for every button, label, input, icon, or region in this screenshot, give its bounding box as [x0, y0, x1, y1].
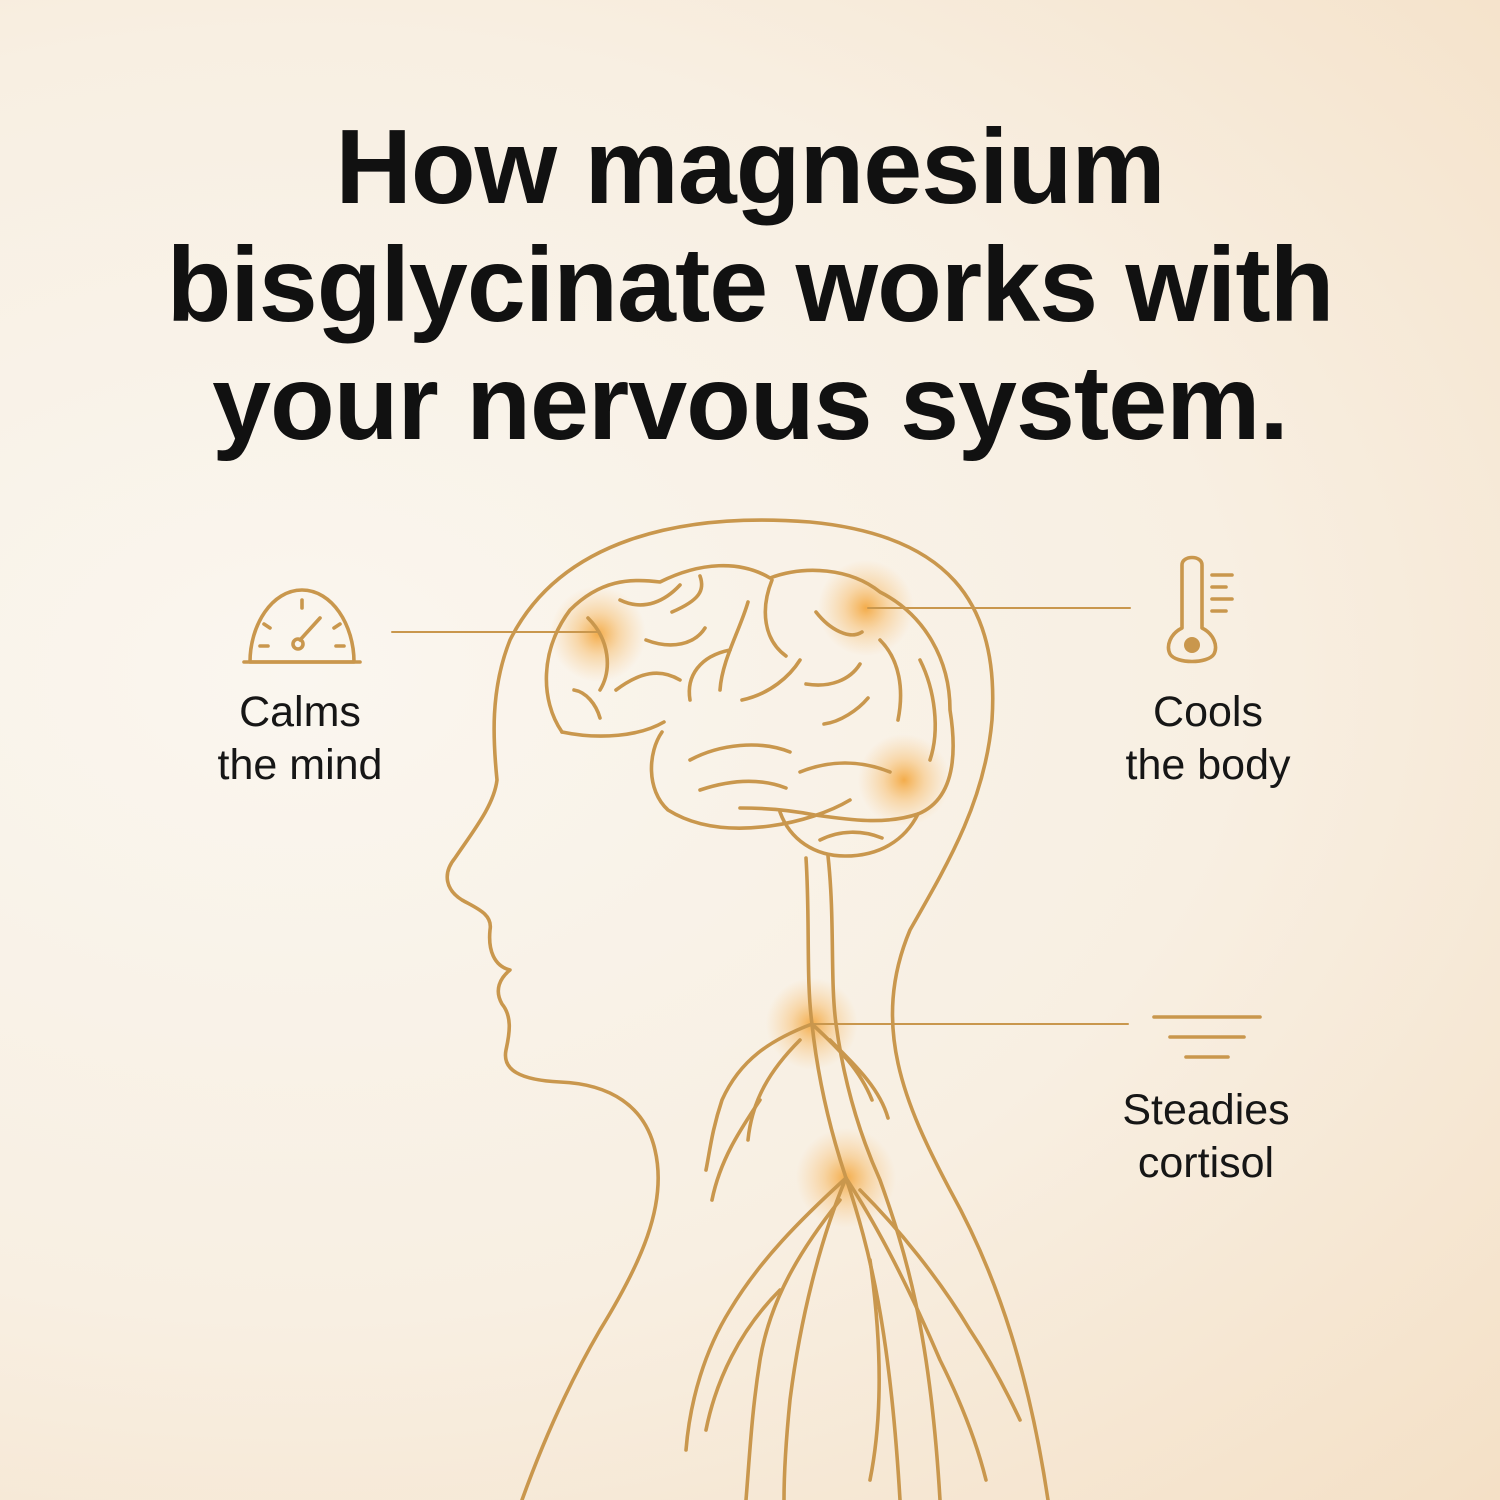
- benefit-label-line1: Calms: [239, 688, 361, 736]
- brain-fold: [918, 658, 937, 762]
- page-title: How magnesium bisglycinate works with yo…: [0, 108, 1500, 462]
- benefit-label-line2: the mind: [217, 741, 383, 789]
- spinal-cord: [826, 854, 942, 1500]
- nerve-branch: [684, 1176, 848, 1452]
- temporal-lobe: [649, 730, 852, 830]
- benefit-label-line2: cortisol: [1137, 1139, 1275, 1187]
- cerebellum: [778, 810, 920, 858]
- brain-fold: [687, 648, 732, 702]
- brain-fold: [878, 638, 903, 722]
- nerve-branch: [828, 1038, 890, 1120]
- brain-fold: [798, 761, 892, 774]
- nerve-branch: [710, 1098, 762, 1202]
- nerve-branch: [744, 1198, 842, 1500]
- steady-lines-icon: [1152, 1015, 1262, 1059]
- brain-fold: [572, 688, 602, 720]
- brain-fold: [740, 658, 802, 702]
- thermometer-icon: [1166, 555, 1234, 664]
- glow-spot: [858, 734, 950, 826]
- brain-fold: [586, 616, 610, 692]
- brain-fold: [763, 578, 788, 658]
- benefit-cools-body: Cools the body: [1048, 686, 1368, 792]
- nerve-branch: [704, 1022, 814, 1172]
- benefit-label-line2: the body: [1125, 741, 1291, 789]
- nerve-branch: [858, 1188, 1022, 1422]
- benefit-label-line1: Steadies: [1122, 1086, 1290, 1134]
- brain-fold: [644, 626, 707, 647]
- spinal-cord: [804, 856, 902, 1500]
- brain-fold: [718, 600, 750, 692]
- glow-spots: [550, 560, 950, 1228]
- brain-fold: [818, 830, 884, 842]
- benefit-label-line1: Cools: [1153, 688, 1263, 736]
- brain-fold: [618, 583, 682, 607]
- nerve-branch: [868, 1258, 881, 1482]
- brain-fold: [670, 574, 704, 614]
- brain-fold: [688, 743, 792, 762]
- title-line-3: your nervous system.: [212, 344, 1289, 462]
- nerve-branch: [844, 1176, 988, 1482]
- nerve-branch: [746, 1038, 802, 1142]
- brain-fold: [822, 696, 870, 726]
- benefit-steadies-cortisol: Steadies cortisol: [1046, 1084, 1366, 1190]
- brain-fold: [814, 610, 864, 637]
- title-line-1: How magnesium: [335, 108, 1165, 226]
- brain-inner-top: [560, 720, 666, 738]
- brain-fold: [614, 671, 682, 692]
- head-silhouette: [445, 518, 1050, 1500]
- nerve-branch: [704, 1288, 782, 1432]
- brain-fold: [698, 779, 788, 792]
- brain-outline: [544, 563, 955, 823]
- title-line-2: bisglycinate works with: [166, 226, 1335, 344]
- benefit-calms-mind: Calms the mind: [140, 686, 460, 792]
- nerve-branch: [782, 1176, 848, 1500]
- speedometer-icon: [242, 588, 362, 664]
- brain-fold: [804, 662, 862, 687]
